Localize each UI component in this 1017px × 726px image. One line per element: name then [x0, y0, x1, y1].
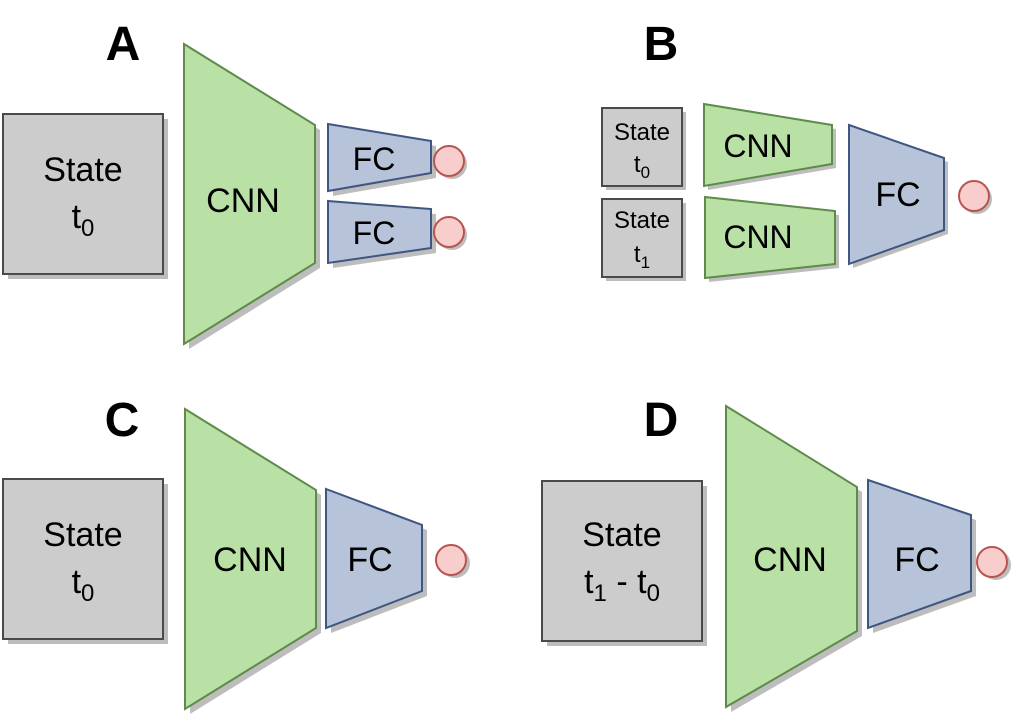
panel-d-fc-label: FC: [894, 541, 939, 579]
panel-c: C State t0 CNN FC: [2, 394, 470, 714]
panel-a-output-node-1: [433, 145, 467, 179]
panel-a-cnn-label: CNN: [206, 182, 280, 220]
panel-d-cnn-label: CNN: [753, 541, 827, 579]
panel-b-state-label-1: State: [614, 119, 670, 146]
panel-c-cnn-block: CNN: [184, 407, 321, 714]
panel-b-state-box-1: State t0: [601, 107, 686, 190]
panel-b: B State t0 State t1 CNN CNN FC: [601, 18, 992, 282]
panel-b-cnn-label-2: CNN: [723, 219, 792, 255]
panel-b-cnn-label-1: CNN: [723, 128, 792, 164]
panel-b-state-box-2: State t1: [601, 198, 686, 281]
panel-b-fc-block: FC: [848, 123, 948, 268]
panel-b-state-time-2: t1: [634, 241, 650, 272]
panel-d: D State t1 - t0 CNN FC: [541, 394, 1011, 712]
panel-d-state-box: State t1 - t0: [541, 480, 707, 646]
panel-c-state-label: State: [43, 516, 122, 554]
panel-d-state-label: State: [582, 516, 661, 554]
panel-a: A State t0 CNN FC FC: [2, 18, 467, 349]
panel-a-state-label: State: [43, 151, 122, 189]
panel-b-output-node: [958, 180, 992, 214]
panel-a-output-node-2: [433, 216, 467, 250]
panel-a-fc-label-2: FC: [353, 215, 396, 251]
panel-b-state-label-2: State: [614, 207, 670, 234]
panel-a-letter: A: [106, 18, 141, 71]
panel-a-fc-block-1: FC: [327, 122, 436, 196]
panel-d-fc-block: FC: [867, 478, 976, 633]
panel-b-state-time-1: t0: [634, 151, 650, 182]
panel-a-state-time: t0: [72, 198, 95, 242]
panel-a-cnn-block: CNN: [183, 42, 320, 349]
panel-b-letter: B: [644, 18, 679, 71]
panel-c-state-box: State t0: [2, 478, 168, 644]
panel-c-state-time: t0: [72, 563, 95, 607]
panel-d-letter: D: [644, 394, 679, 447]
panel-b-cnn-block-1: CNN: [703, 102, 836, 190]
panel-d-cnn-block: CNN: [725, 404, 862, 712]
panel-c-fc-label: FC: [347, 541, 392, 579]
panel-c-cnn-label: CNN: [213, 541, 287, 579]
panel-d-state-time: t1 - t0: [584, 563, 660, 607]
panel-a-fc-label-1: FC: [353, 141, 396, 177]
panel-c-output-node: [435, 544, 470, 578]
panel-b-fc-label: FC: [875, 176, 920, 214]
panel-a-fc-block-2: FC: [327, 199, 436, 268]
panel-a-state-box: State t0: [2, 113, 168, 279]
panel-b-cnn-block-2: CNN: [704, 195, 839, 282]
panel-c-letter: C: [105, 394, 140, 447]
panel-c-fc-block: FC: [325, 487, 427, 633]
panel-d-output-node: [976, 546, 1011, 580]
